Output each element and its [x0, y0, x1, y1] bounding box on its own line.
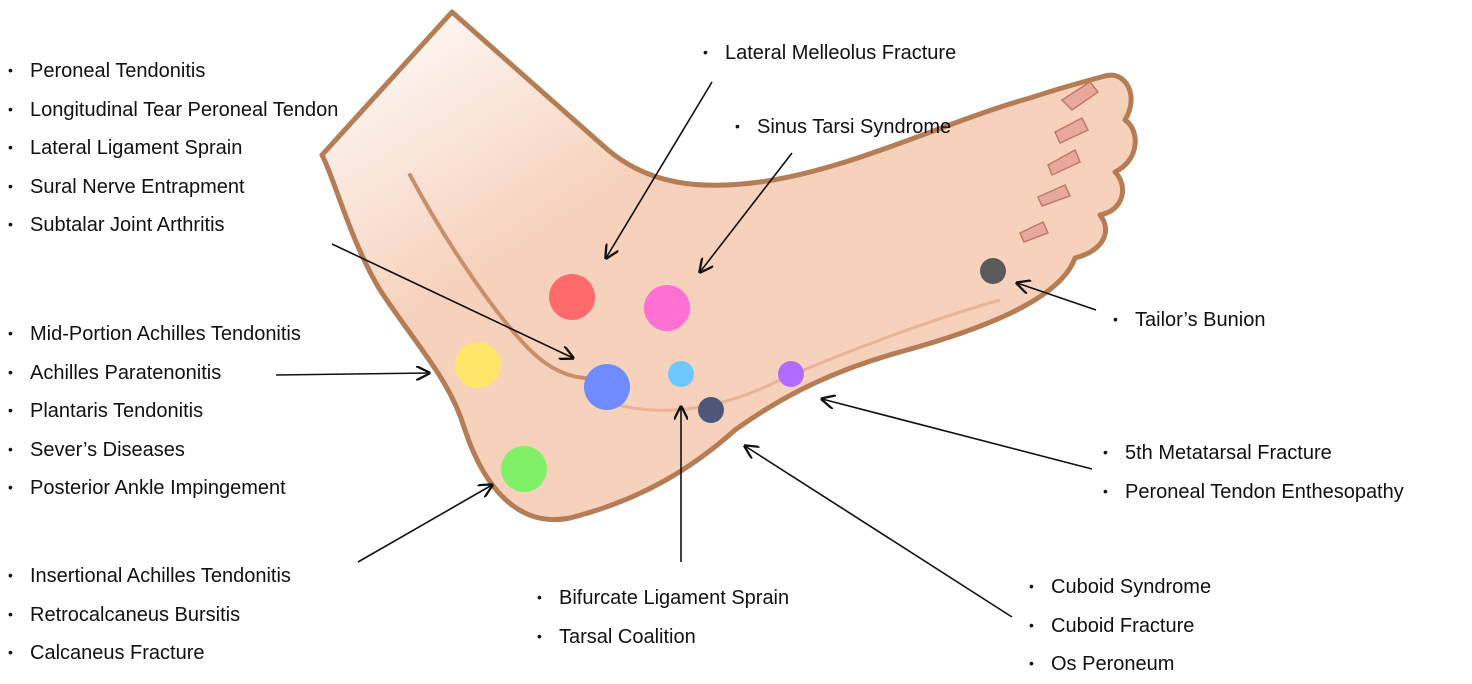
- condition-label: Insertional Achilles Tendonitis: [30, 565, 291, 587]
- condition-label: Subtalar Joint Arthritis: [30, 214, 225, 236]
- list-item: •Cuboid Fracture: [1029, 607, 1211, 646]
- list-item: •Lateral Ligament Sprain: [8, 129, 338, 168]
- condition-label: Peroneal Tendon Enthesopathy: [1125, 481, 1404, 503]
- list-item: •Longitudinal Tear Peroneal Tendon: [8, 91, 338, 130]
- list-item: •Insertional Achilles Tendonitis: [8, 557, 291, 596]
- list-item: •Calcaneus Fracture: [8, 634, 291, 673]
- marker-light-blue[interactable]: [668, 361, 694, 387]
- arrow-metatarsal: [822, 399, 1092, 469]
- marker-blue[interactable]: [584, 364, 630, 410]
- list-item: •Retrocalcaneus Bursitis: [8, 596, 291, 635]
- label-group-metatarsal: •5th Metatarsal Fracture •Peroneal Tendo…: [1103, 434, 1404, 511]
- list-item: •Bifurcate Ligament Sprain: [537, 579, 789, 618]
- condition-label: Tarsal Coalition: [559, 626, 696, 648]
- list-item: •Achilles Paratenonitis: [8, 354, 301, 393]
- marker-pink[interactable]: [644, 285, 690, 331]
- marker-navy[interactable]: [698, 397, 724, 423]
- label-group-lateral-upper: •Peroneal Tendonitis •Longitudinal Tear …: [8, 52, 338, 245]
- list-item: •Os Peroneum: [1029, 645, 1211, 684]
- condition-label: Lateral Melleolus Fracture: [725, 42, 956, 64]
- condition-label: Longitudinal Tear Peroneal Tendon: [30, 99, 338, 121]
- list-item: •Peroneal Tendon Enthesopathy: [1103, 473, 1404, 512]
- list-item: •Lateral Melleolus Fracture: [703, 34, 956, 73]
- condition-label: Sever’s Diseases: [30, 439, 185, 461]
- label-group-cuboid: •Cuboid Syndrome •Cuboid Fracture •Os Pe…: [1029, 568, 1211, 684]
- condition-label: Retrocalcaneus Bursitis: [30, 604, 240, 626]
- marker-dark-gray[interactable]: [980, 258, 1006, 284]
- condition-label: Achilles Paratenonitis: [30, 362, 221, 384]
- condition-label: Calcaneus Fracture: [30, 642, 205, 664]
- label-group-malleolus: •Lateral Melleolus Fracture: [703, 34, 956, 73]
- list-item: •Sinus Tarsi Syndrome: [735, 108, 951, 147]
- list-item: •5th Metatarsal Fracture: [1103, 434, 1404, 473]
- condition-label: Cuboid Syndrome: [1051, 576, 1211, 598]
- condition-label: Mid-Portion Achilles Tendonitis: [30, 323, 301, 345]
- list-item: •Sural Nerve Entrapment: [8, 168, 338, 207]
- label-group-bunion: •Tailor’s Bunion: [1113, 301, 1265, 340]
- marker-yellow[interactable]: [455, 342, 501, 388]
- condition-label: Sinus Tarsi Syndrome: [757, 116, 951, 138]
- list-item: •Sever’s Diseases: [8, 431, 301, 470]
- condition-label: Sural Nerve Entrapment: [30, 176, 245, 198]
- list-item: •Tailor’s Bunion: [1113, 301, 1265, 340]
- condition-label: Cuboid Fracture: [1051, 615, 1194, 637]
- arrow-heel: [358, 485, 492, 562]
- foot-silhouette: [322, 12, 1135, 520]
- condition-label: Peroneal Tendonitis: [30, 60, 205, 82]
- condition-label: 5th Metatarsal Fracture: [1125, 442, 1332, 464]
- list-item: •Mid-Portion Achilles Tendonitis: [8, 315, 301, 354]
- condition-label: Lateral Ligament Sprain: [30, 137, 242, 159]
- label-group-bifurcate: •Bifurcate Ligament Sprain •Tarsal Coali…: [537, 579, 789, 656]
- list-item: •Tarsal Coalition: [537, 618, 789, 657]
- condition-label: Os Peroneum: [1051, 653, 1174, 675]
- label-group-heel: •Insertional Achilles Tendonitis •Retroc…: [8, 557, 291, 673]
- label-group-achilles: •Mid-Portion Achilles Tendonitis •Achill…: [8, 315, 301, 508]
- condition-label: Bifurcate Ligament Sprain: [559, 587, 789, 609]
- list-item: •Peroneal Tendonitis: [8, 52, 338, 91]
- marker-green[interactable]: [501, 446, 547, 492]
- condition-label: Tailor’s Bunion: [1135, 309, 1265, 331]
- list-item: •Posterior Ankle Impingement: [8, 469, 301, 508]
- list-item: •Subtalar Joint Arthritis: [8, 206, 338, 245]
- marker-purple[interactable]: [778, 361, 804, 387]
- list-item: •Cuboid Syndrome: [1029, 568, 1211, 607]
- marker-red[interactable]: [549, 274, 595, 320]
- list-item: •Plantaris Tendonitis: [8, 392, 301, 431]
- condition-label: Plantaris Tendonitis: [30, 400, 203, 422]
- condition-label: Posterior Ankle Impingement: [30, 477, 286, 499]
- label-group-sinus: •Sinus Tarsi Syndrome: [735, 108, 951, 147]
